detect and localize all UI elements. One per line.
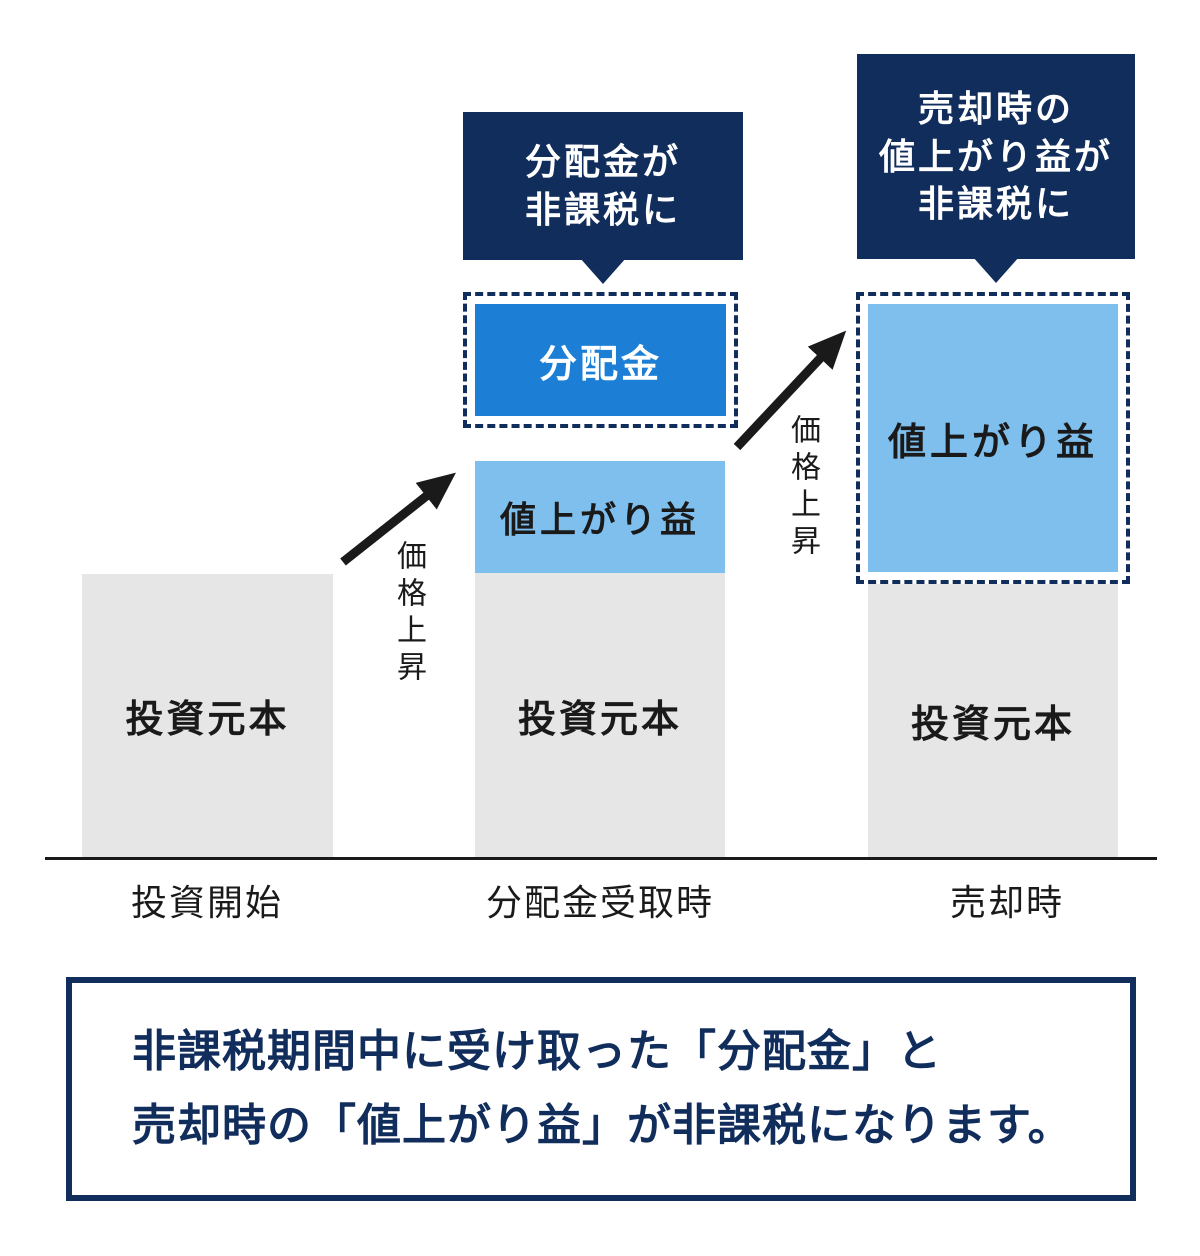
axis-label-distribution-time: 分配金受取時	[485, 882, 715, 923]
callout-line: 売却時の	[917, 88, 1074, 130]
callout-line: 非課税に	[917, 183, 1074, 225]
bar-distribution-principal: 投資元本	[475, 573, 725, 857]
summary-note-line: 売却時の「値上がり益」が非課税になります。	[132, 1101, 1073, 1150]
callout-line: 非課税に	[524, 189, 681, 230]
summary-note-line: 非課税期間中に受け取った「分配金」と	[132, 1027, 942, 1077]
bar-sale-principal: 投資元本	[868, 584, 1118, 857]
summary-note: 非課税期間中に受け取った「分配金」と 売却時の「値上がり益」が非課税になります。	[66, 977, 1136, 1201]
sale-gain-box-dashed-outline: 値上がり益	[856, 292, 1130, 584]
distribution-box-dashed-outline: 分配金	[463, 292, 738, 428]
bar-start-principal: 投資元本	[82, 574, 333, 857]
baseline	[45, 857, 1157, 860]
callout-tail-icon	[973, 257, 1019, 283]
distribution-box: 分配金	[475, 304, 726, 416]
callout-distribution-tax-free: 分配金が 非課税に	[463, 112, 743, 284]
axis-label-start: 投資開始	[130, 882, 284, 923]
callout-line: 分配金が	[524, 141, 681, 183]
price-rise-label-1: 価格上昇	[392, 540, 425, 688]
callout-capital-gain-tax-free: 売却時の 値上がり益が 非課税に	[857, 54, 1135, 283]
sale-gain-box: 値上がり益	[868, 304, 1118, 572]
callout-tail-icon	[580, 258, 626, 284]
callout-line: 値上がり益が	[878, 135, 1113, 177]
price-rise-label-2: 価格上昇	[786, 414, 819, 562]
axis-label-sale-time: 売却時	[949, 882, 1065, 923]
bar-distribution-gain: 値上がり益	[475, 461, 725, 573]
